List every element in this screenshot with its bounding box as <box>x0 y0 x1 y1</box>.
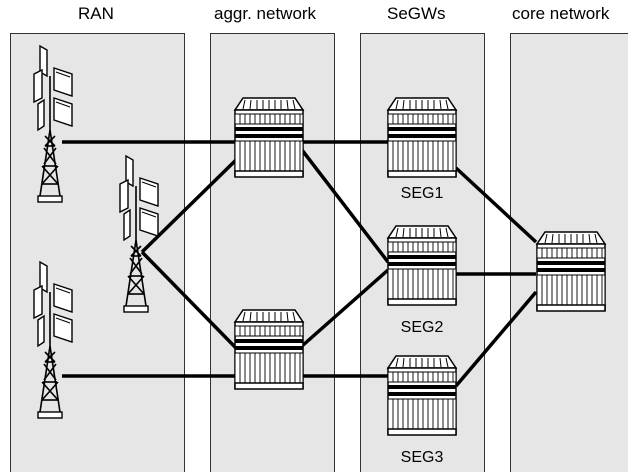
column-header-core-network: core network <box>512 4 610 23</box>
column-header-segws: SeGWs <box>387 4 446 23</box>
link-tower2-aggr1 <box>140 158 238 254</box>
link-aggr2-seg2 <box>300 268 390 348</box>
column-header-aggr-network: aggr. network <box>214 4 317 23</box>
seg2-label: SEG2 <box>401 319 444 336</box>
seg1-label: SEG1 <box>401 185 444 202</box>
link-seg3-core <box>454 290 538 388</box>
aggr-router-1-icon <box>234 97 304 178</box>
seg2-device-icon <box>387 225 457 306</box>
seg3-device-icon <box>387 355 457 436</box>
network-links <box>62 140 538 388</box>
link-aggr1-seg2 <box>300 148 390 264</box>
column-header-ran: RAN <box>78 4 114 23</box>
seg1-device-icon <box>387 97 457 178</box>
aggr-router-2-icon <box>234 309 304 390</box>
link-tower2-aggr2 <box>140 250 238 350</box>
core-router-icon <box>536 231 606 312</box>
link-seg1-core <box>454 166 538 244</box>
seg3-label: SEG3 <box>401 449 444 466</box>
